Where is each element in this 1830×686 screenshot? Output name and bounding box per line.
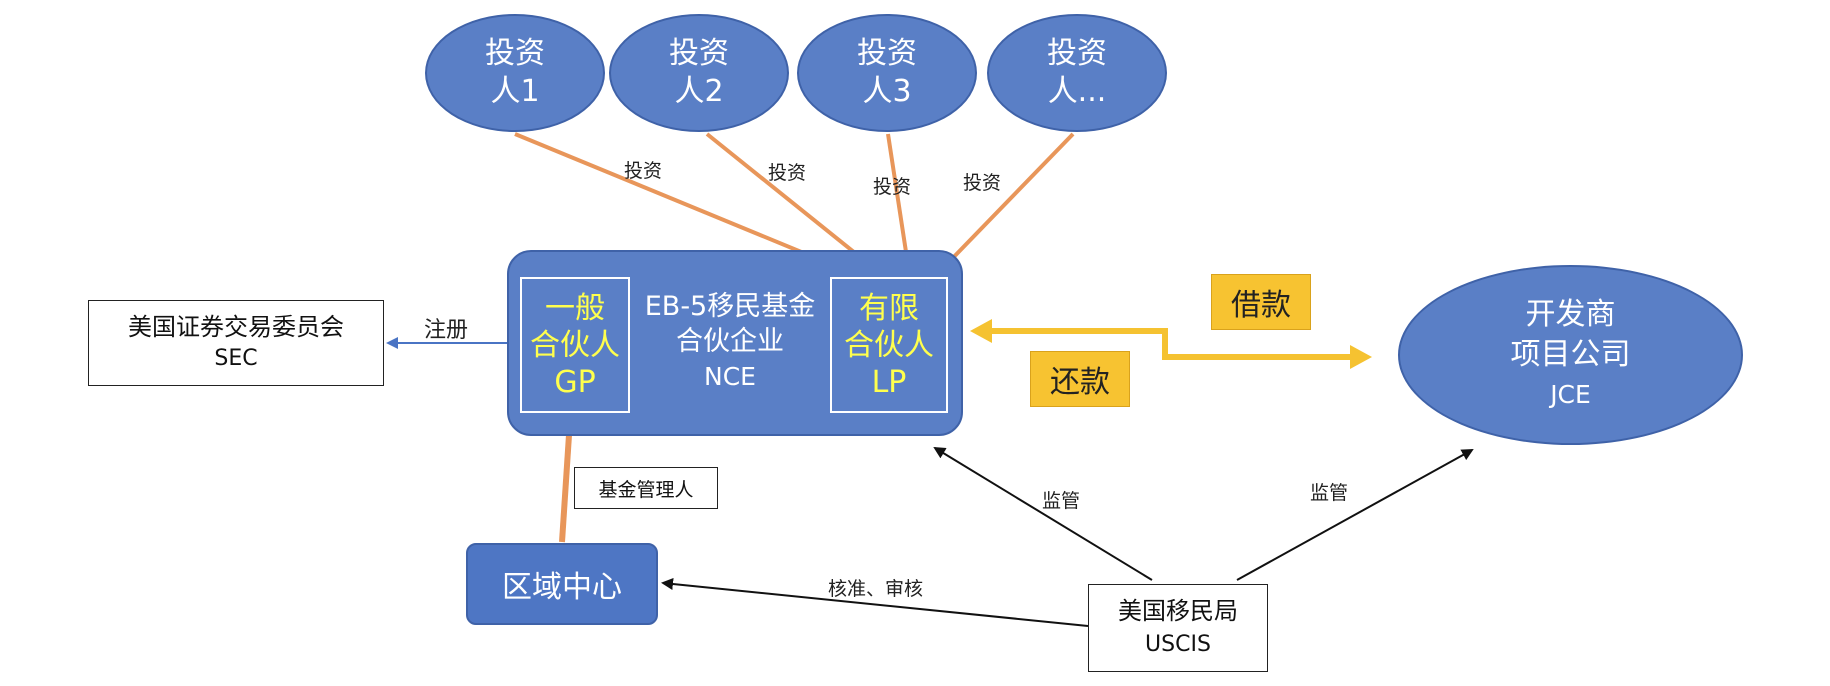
investor-3-node: 投资 人3 <box>797 14 977 132</box>
lp-box: 有限 合伙人 LP <box>830 277 948 413</box>
invest-label-4: 投资 <box>963 172 1002 194</box>
investor-1-line1: 投资 <box>485 36 545 71</box>
gp-line2: 合伙人 <box>530 327 620 363</box>
uscis-line1: 美国移民局 <box>1118 597 1238 625</box>
fund-manager-label: 基金管理人 <box>574 467 718 509</box>
invest-arrow-1 <box>514 132 835 267</box>
loan-arrowhead <box>1350 345 1372 369</box>
uscis-line2: USCIS <box>1145 632 1211 657</box>
fund-title: EB-5移民基金 合伙企业 NCE <box>630 282 830 400</box>
supervise-label-fund: 监管 <box>1042 490 1081 512</box>
sec-line1: 美国证券交易委员会 <box>128 313 344 341</box>
approve-label: 核准、审核 <box>828 578 924 600</box>
investor-2-node: 投资 人2 <box>609 14 789 132</box>
developer-line1: 开发商 <box>1525 297 1616 332</box>
lp-line3: LP <box>871 364 907 400</box>
invest-label-1: 投资 <box>624 160 663 182</box>
loan-repay-arrow <box>990 328 1352 360</box>
lp-line2: 合伙人 <box>844 327 934 363</box>
investor-2-line2: 人2 <box>674 74 724 109</box>
fund-entity-box <box>507 250 963 436</box>
register-label: 注册 <box>424 318 469 343</box>
invest-arrow-3 <box>886 133 912 267</box>
gp-box: 一般 合伙人 GP <box>520 277 630 413</box>
fund-title-line3: NCE <box>704 361 756 391</box>
investor-3-line2: 人3 <box>862 74 912 109</box>
uscis-box: 美国移民局 USCIS <box>1088 584 1268 672</box>
lp-line1: 有限 <box>859 290 919 326</box>
developer-line2: 项目公司 <box>1510 337 1631 372</box>
fund-title-line2: 合伙企业 <box>676 325 784 357</box>
loan-text: 借款 <box>1231 288 1291 323</box>
repay-label: 还款 <box>1030 351 1130 407</box>
sec-line2: SEC <box>214 346 258 371</box>
supervise-label-developer: 监管 <box>1310 482 1349 504</box>
investor-2-line1: 投资 <box>669 36 729 71</box>
fund-title-line1: EB-5移民基金 <box>644 290 816 322</box>
investor-1-node: 投资 人1 <box>425 14 605 132</box>
invest-label-2: 投资 <box>768 162 807 184</box>
invest-arrow-2 <box>705 132 872 267</box>
investor-3-line1: 投资 <box>857 36 917 71</box>
repay-arrowhead <box>970 319 992 343</box>
repay-text: 还款 <box>1050 365 1110 400</box>
investor-1-line2: 人1 <box>490 74 540 109</box>
investor-4-line1: 投资 <box>1047 36 1107 71</box>
developer-line3: JCE <box>1550 380 1591 409</box>
loan-label: 借款 <box>1211 274 1311 330</box>
developer-node: 开发商 项目公司 JCE <box>1398 265 1743 445</box>
invest-arrow-4 <box>944 132 1075 267</box>
supervise-arrow-fund <box>933 446 1153 581</box>
manager-arrow <box>559 434 572 543</box>
sec-box: 美国证券交易委员会 SEC <box>88 300 384 386</box>
investor-4-node: 投资 人... <box>987 14 1167 132</box>
approve-arrow <box>661 578 1089 627</box>
gp-line1: 一般 <box>545 290 605 326</box>
investor-4-line2: 人... <box>1047 74 1107 109</box>
gp-line3: GP <box>554 364 596 400</box>
regional-center-text: 区域中心 <box>502 570 622 605</box>
supervise-arrow-developer <box>1236 449 1474 581</box>
fund-manager-text: 基金管理人 <box>598 478 694 501</box>
invest-label-3: 投资 <box>873 176 912 198</box>
regional-center-box: 区域中心 <box>466 543 658 625</box>
